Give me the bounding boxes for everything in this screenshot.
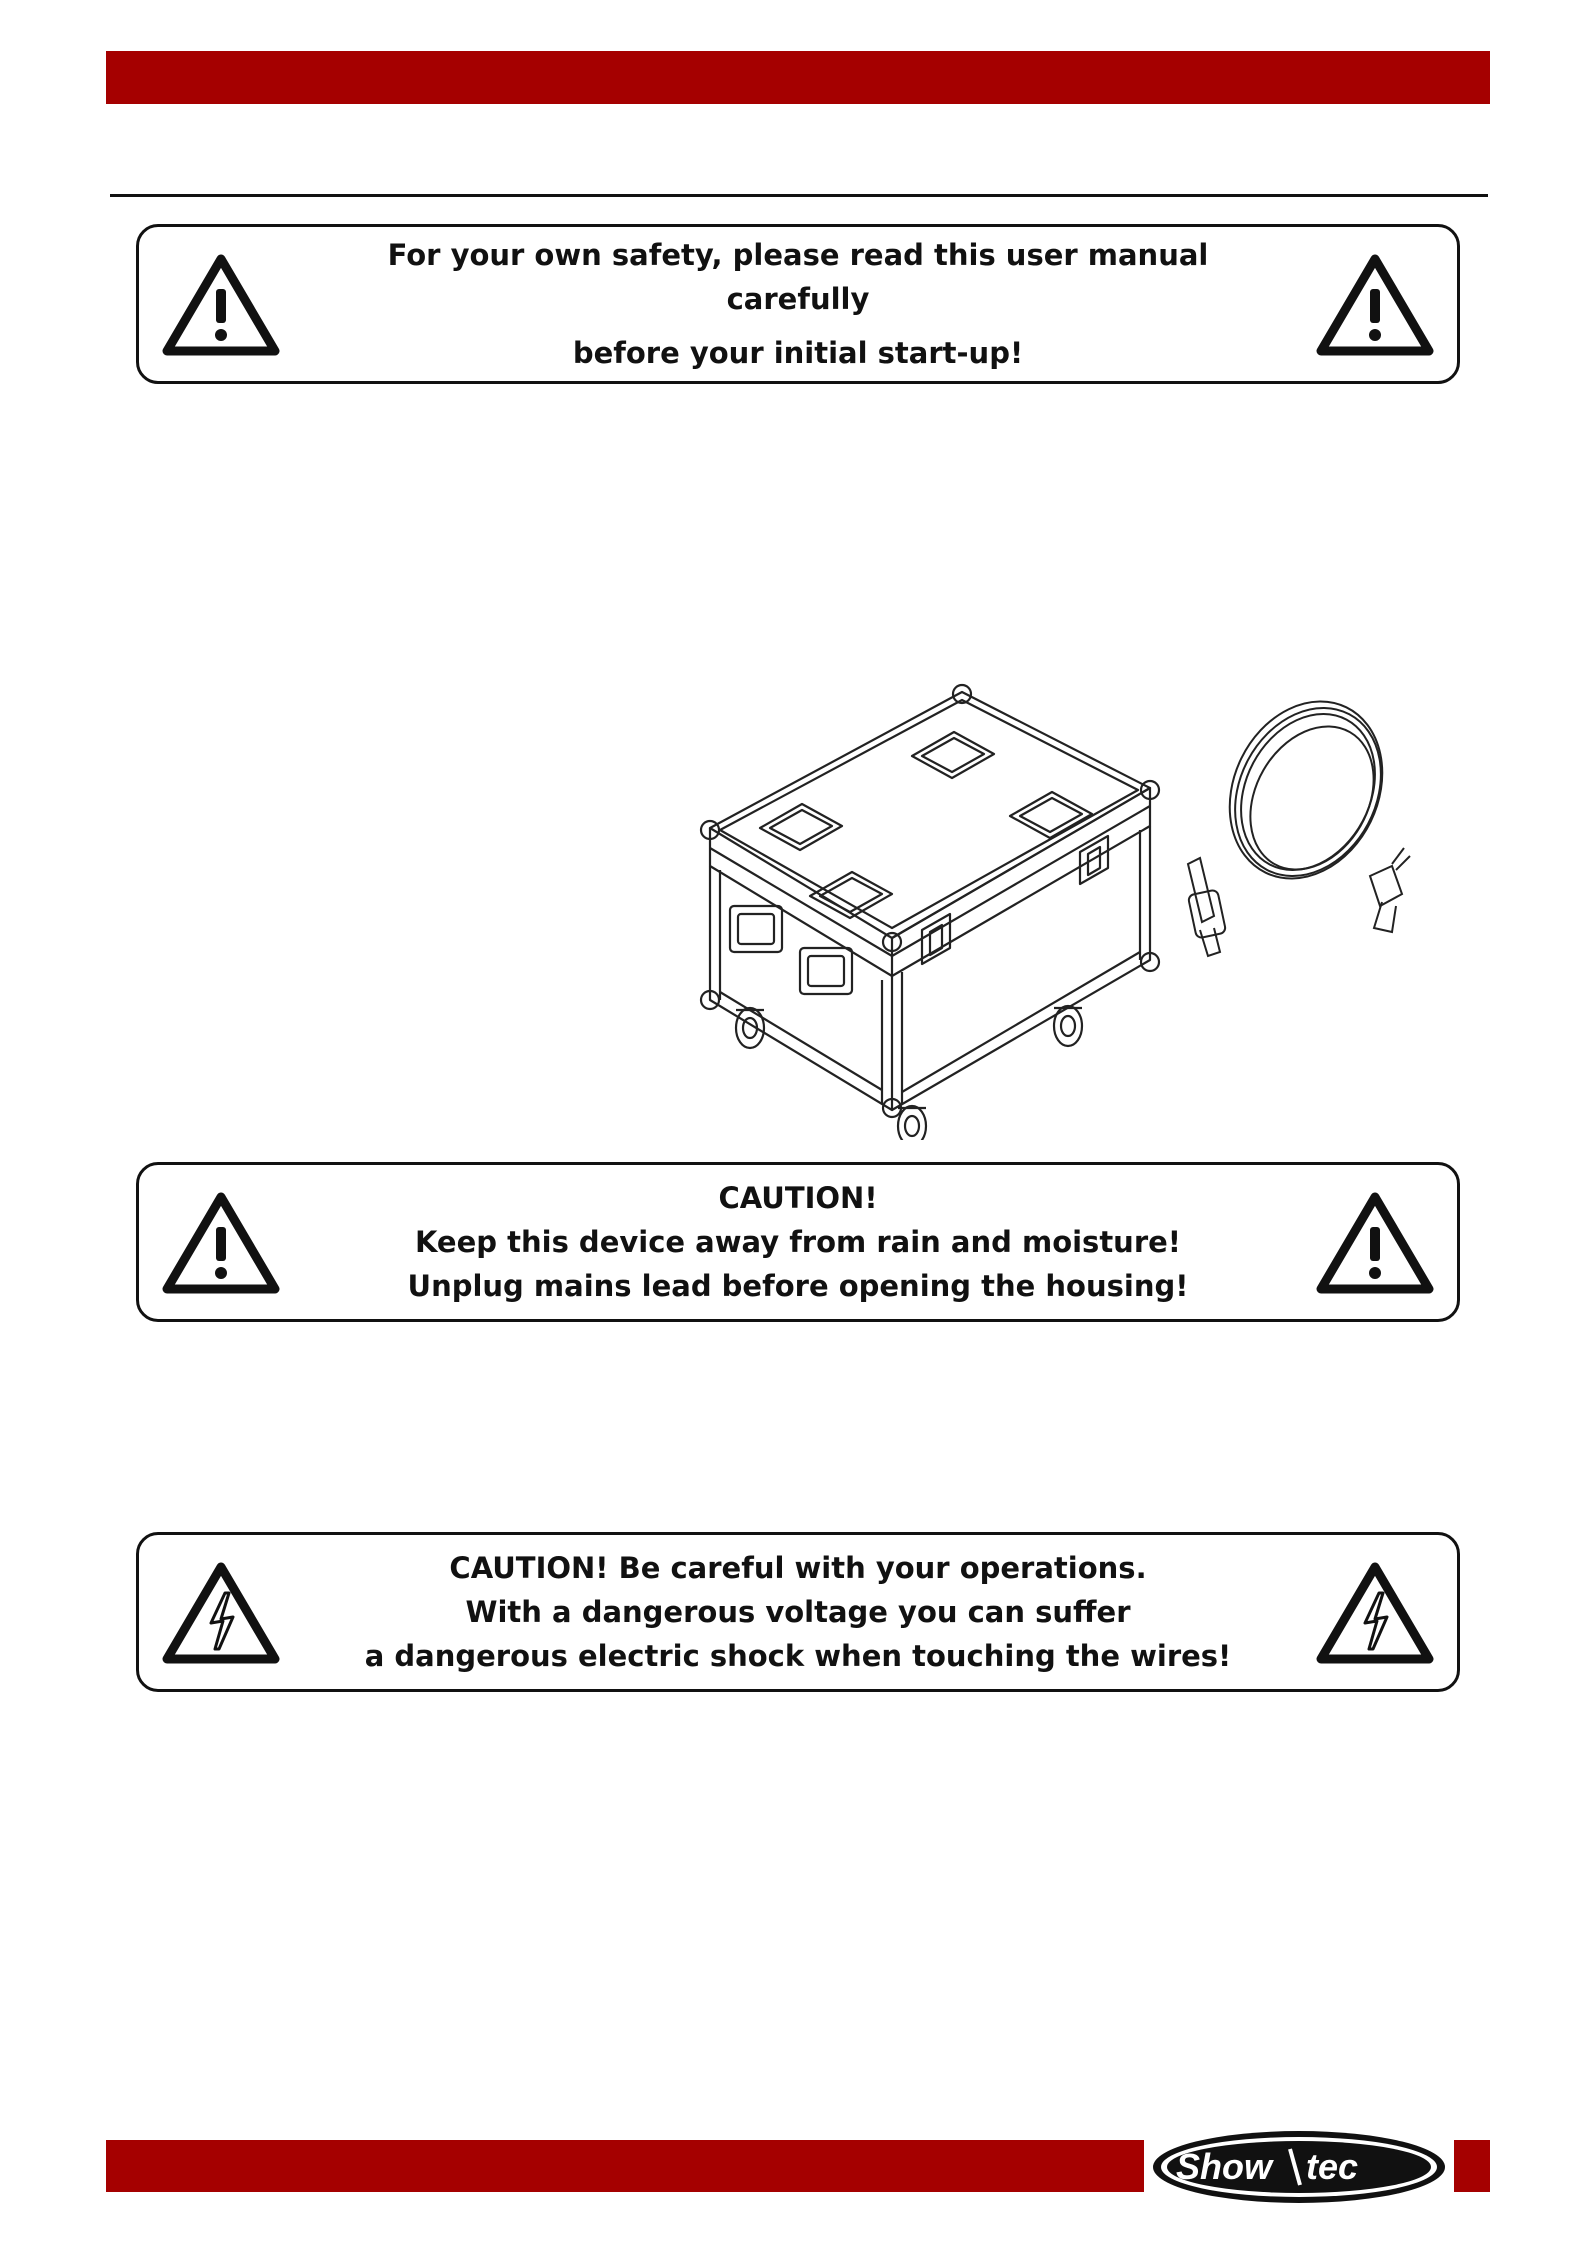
moisture-line-2: Keep this device away from rain and mois… [414,1225,1182,1259]
moisture-line-3: Unplug mains lead before opening the hou… [407,1269,1189,1303]
warning-exclamation-icon [162,254,280,356]
header-rule [110,194,1488,197]
safety-warning-text: For your own safety, please read this us… [319,227,1277,381]
safety-warning-box: For your own safety, please read this us… [136,224,1460,384]
moisture-caution-box: CAUTION! Keep this device away from rain… [136,1162,1460,1322]
warning-exclamation-icon [162,1192,280,1294]
footer-bar-end [1454,2140,1490,2192]
header-bar [106,51,1490,104]
voltage-caution-text: CAUTION! Be careful with your operations… [319,1535,1277,1689]
safety-line-2: before your initial start-up! [572,336,1024,370]
voltage-line-1: CAUTION! Be careful with your operations… [449,1551,1147,1585]
svg-text:Show: Show [1176,2146,1274,2187]
flight-case-illustration [699,683,1411,1140]
footer-bar [106,2140,1144,2192]
warning-exclamation-icon [1316,1192,1434,1294]
high-voltage-icon [1316,1562,1434,1664]
voltage-caution-box: CAUTION! Be careful with your operations… [136,1532,1460,1692]
safety-line-1: For your own safety, please read this us… [387,238,1209,316]
showtec-logo: Show tec [1153,2131,1445,2203]
voltage-line-3: a dangerous electric shock when touching… [364,1639,1232,1673]
svg-text:tec: tec [1306,2146,1358,2187]
moisture-caution-text: CAUTION! Keep this device away from rain… [319,1165,1277,1319]
voltage-line-2: With a dangerous voltage you can suffer [465,1595,1131,1629]
moisture-line-1: CAUTION! [718,1181,878,1215]
high-voltage-icon [162,1562,280,1664]
warning-exclamation-icon [1316,254,1434,356]
